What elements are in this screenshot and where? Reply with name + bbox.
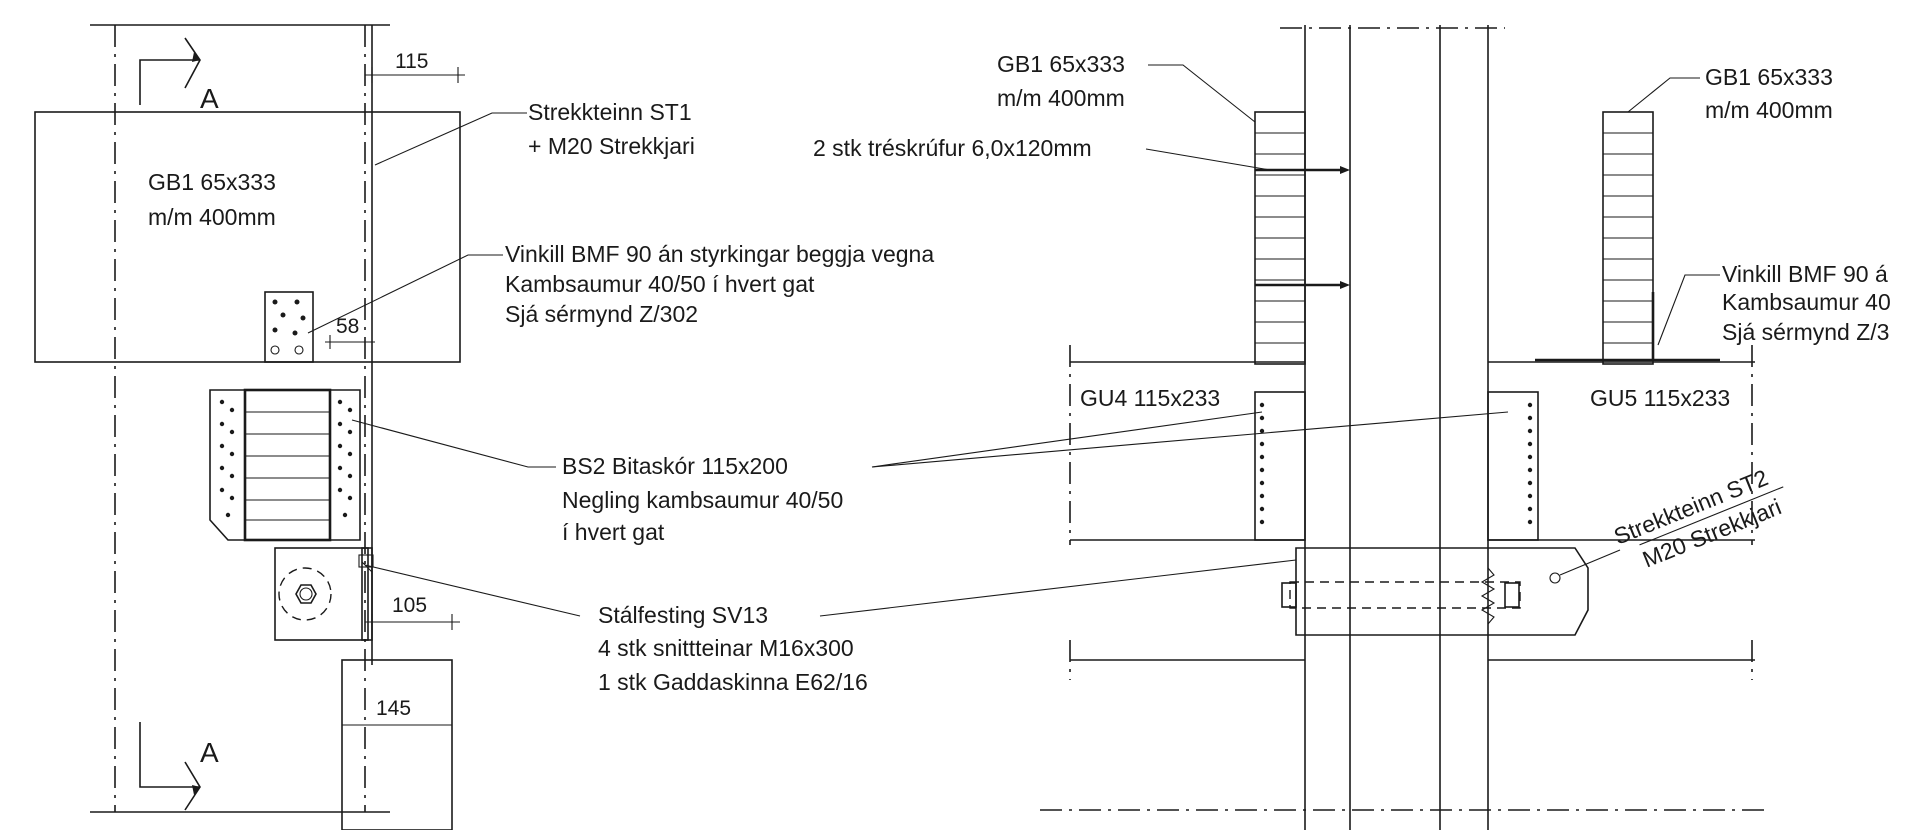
angle-right-leader <box>1657 274 1720 346</box>
hanger-label-line1: BS2 Bitaskór 115x200 <box>562 453 788 479</box>
gb1-left-label-line2: m/m 400mm <box>997 85 1125 111</box>
gb1-stack-left <box>1254 111 1306 365</box>
lower-beams-right <box>1069 640 1755 680</box>
angle-right-label-line2: Kambsaumur 40 <box>1722 289 1891 315</box>
hanger-label-line2: Negling kambsaumur 40/50 <box>562 487 843 513</box>
gu5-label: GU5 115x233 <box>1590 385 1730 411</box>
gb1-left-leader <box>1148 64 1256 123</box>
angle-right-label-line1: Vinkill BMF 90 á <box>1722 261 1888 287</box>
dimension-58-value: 58 <box>336 315 359 338</box>
gb1-right-label-line2: m/m 400mm <box>1705 97 1833 123</box>
hanger-leader <box>351 419 556 468</box>
beam-hanger-bs2 <box>209 388 361 542</box>
tie-label-line2: + M20 Strekkjari <box>528 133 695 159</box>
bracket-right-leader <box>819 559 1297 617</box>
section-mark-top: A <box>139 37 219 114</box>
dimension-58: 58 <box>325 315 375 349</box>
tie-right-leader <box>1559 549 1621 576</box>
gu4-label: GU4 115x233 <box>1080 385 1220 411</box>
hanger-leader-gu5 <box>871 411 1509 468</box>
section-label-bottom: A <box>200 737 219 768</box>
beam-label-line1: GB1 65x333 <box>148 169 276 195</box>
screw-leader <box>1145 148 1271 171</box>
bracket-label-line1: Stálfesting SV13 <box>598 602 768 628</box>
hanger-leader-gu4 <box>871 411 1263 468</box>
bracket-label-line2: 4 stk snittteinar M16x300 <box>598 635 854 661</box>
angle-bracket-bmf90 <box>264 291 314 363</box>
tie-label-line1: Strekkteinn ST1 <box>528 99 692 125</box>
right-view: GB1 65x333 m/m 400mm 2 stk tréskrúfur 6,… <box>813 25 1891 830</box>
angle-leader <box>307 254 503 334</box>
dimension-115: 115 <box>365 50 465 83</box>
tie-right-label: Strekkteinn ST2 M20 Strekkjari <box>1610 464 1785 572</box>
angle-label-line3: Sjá sérmynd Z/302 <box>505 301 698 327</box>
angle-label-line1: Vinkill BMF 90 án styrkingar beggja vegn… <box>505 241 934 267</box>
tie-leader <box>374 112 527 166</box>
section-label-top: A <box>200 83 219 114</box>
dimension-145-value: 145 <box>376 697 411 720</box>
gb1-stack-right <box>1535 111 1720 365</box>
screw-label: 2 stk tréskrúfur 6,0x120mm <box>813 135 1092 161</box>
bracket-leader <box>364 564 581 617</box>
dimension-105-value: 105 <box>392 594 427 617</box>
dimension-105: 105 <box>365 594 460 630</box>
wood-screws <box>1255 166 1350 289</box>
angle-right-label-line3: Sjá sérmynd Z/3 <box>1722 319 1889 345</box>
gb1-left-label-line1: GB1 65x333 <box>997 51 1125 77</box>
section-mark-bottom: A <box>139 722 219 811</box>
gb1-right-leader <box>1627 77 1700 113</box>
gb1-beam-left <box>34 111 461 363</box>
steel-bracket-right <box>1281 547 1589 636</box>
steel-bracket-sv13 <box>274 547 374 641</box>
hanger-plates-right <box>1254 391 1539 541</box>
gb1-right-label-line1: GB1 65x333 <box>1705 64 1833 90</box>
post-below-left: 145 <box>341 659 453 830</box>
hanger-label-line3: í hvert gat <box>562 519 665 545</box>
beam-label-line2: m/m 400mm <box>148 204 276 230</box>
angle-label-line2: Kambsaumur 40/50 í hvert gat <box>505 271 815 297</box>
left-view: A A 115 GB1 65x333 m/m 400mm Strekkteinn… <box>34 24 934 830</box>
bracket-label-line3: 1 stk Gaddaskinna E62/16 <box>598 669 868 695</box>
dimension-115-value: 115 <box>395 50 428 73</box>
left-column <box>90 24 390 813</box>
